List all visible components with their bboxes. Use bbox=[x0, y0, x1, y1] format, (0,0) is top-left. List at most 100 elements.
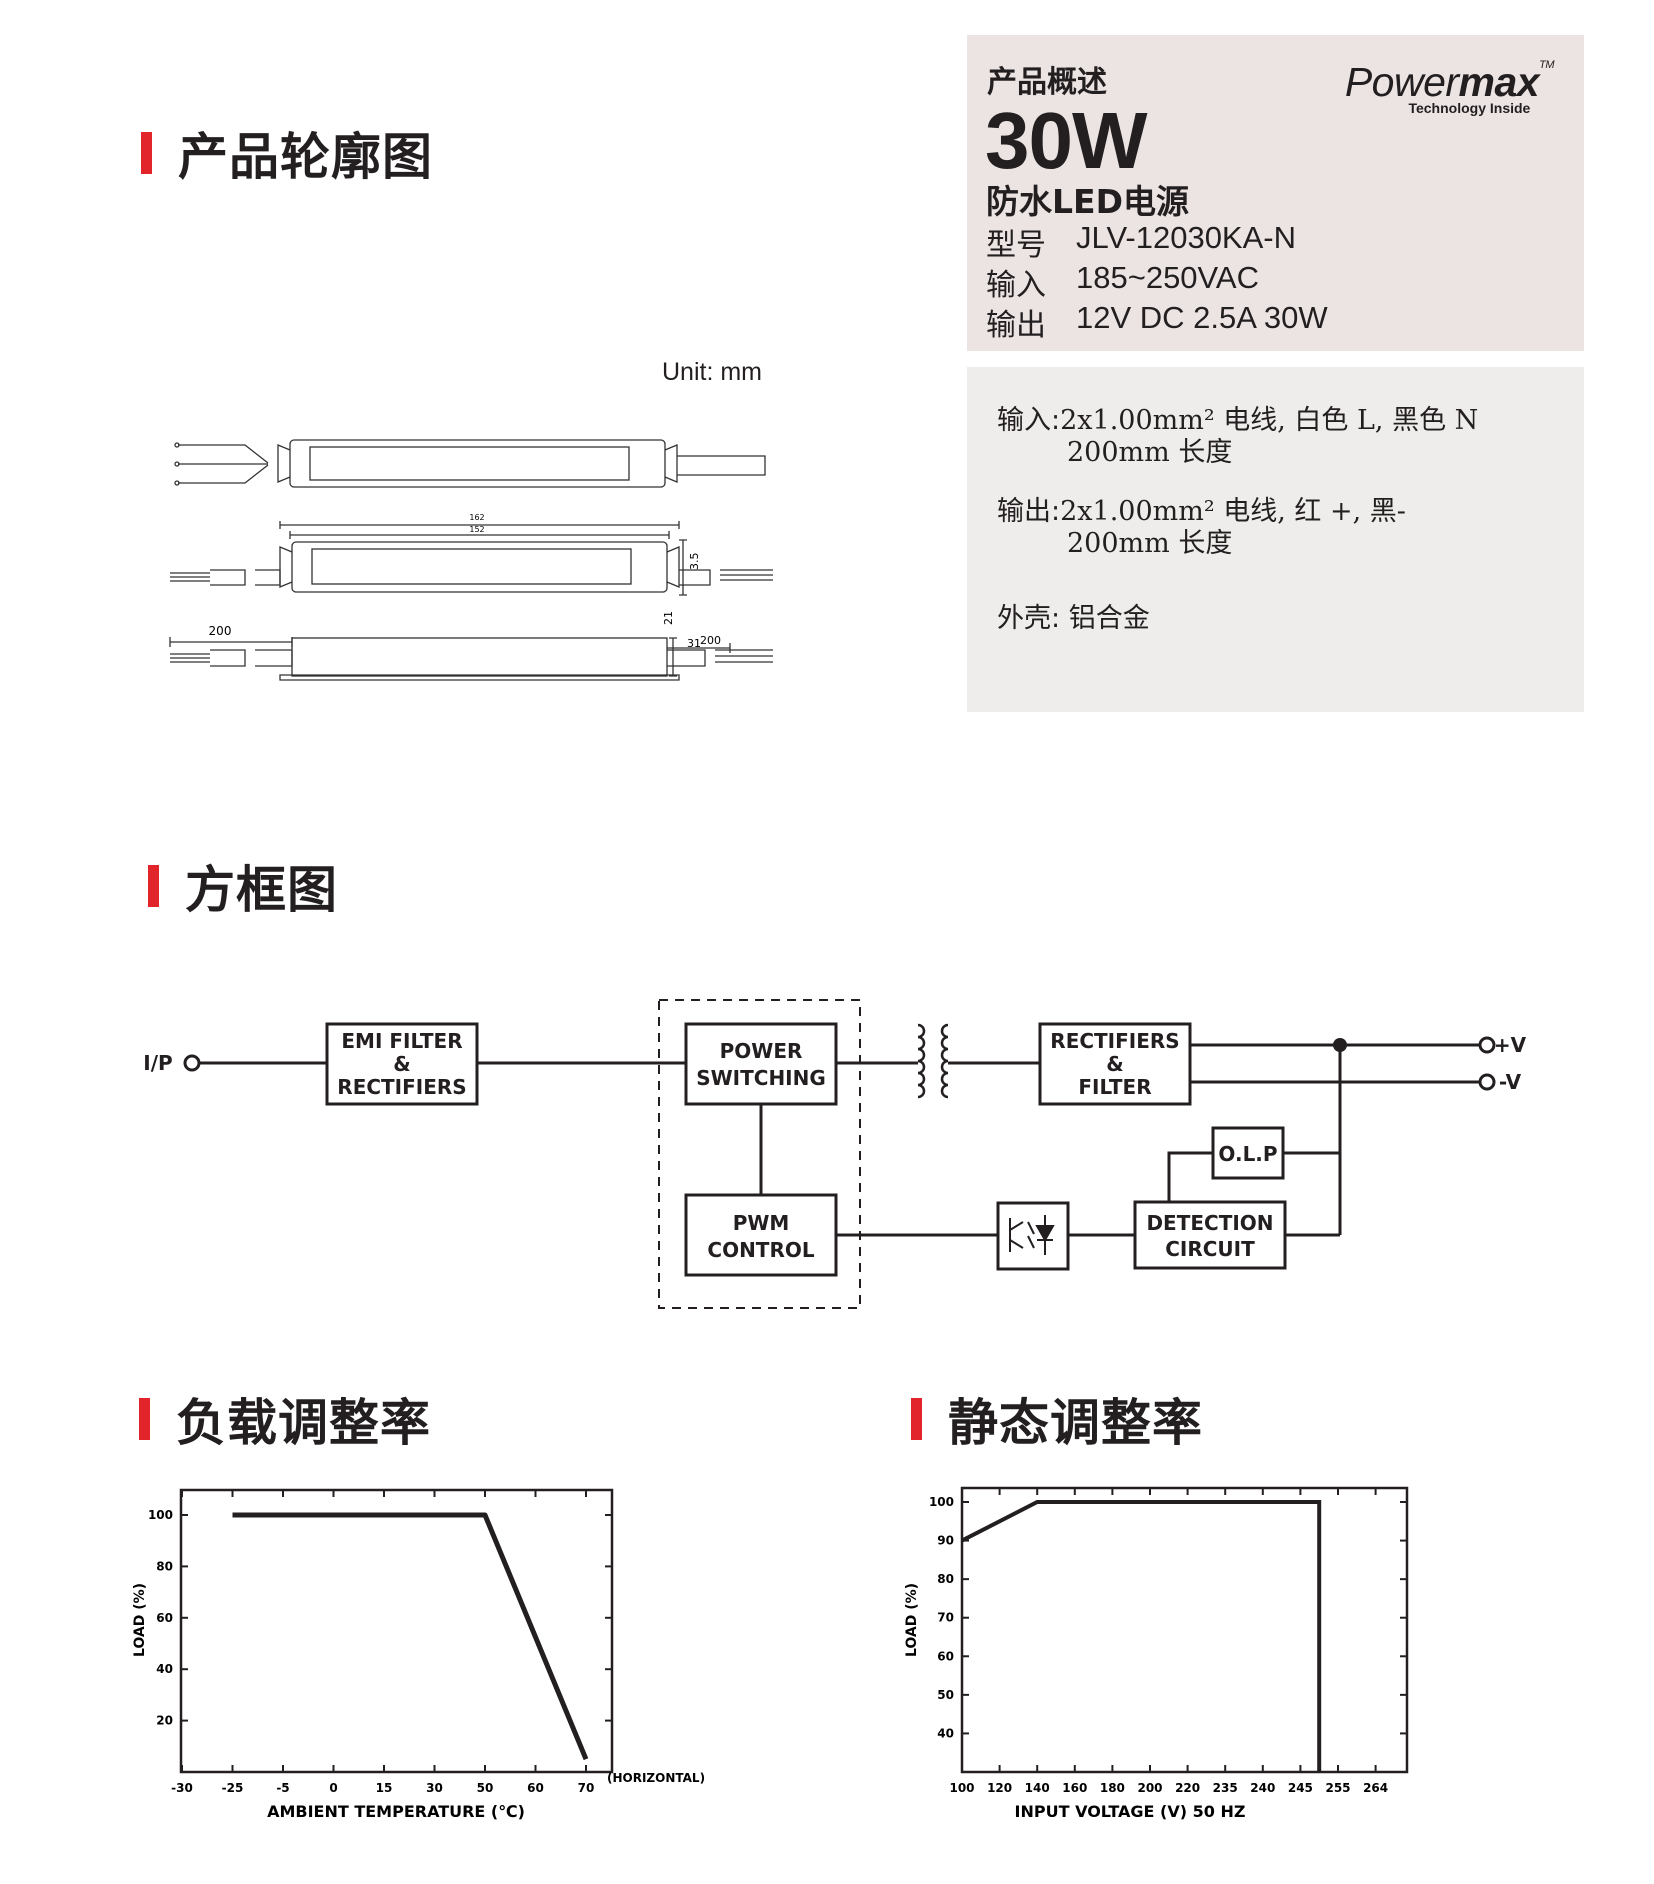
x-tick-label: 100 bbox=[949, 1781, 974, 1795]
spec-row-model: 型号 JLV-12030KA-N bbox=[986, 220, 1296, 264]
spec-key: 输入 bbox=[986, 268, 1046, 303]
spec-value: 12V DC 2.5A 30W bbox=[1076, 300, 1328, 335]
x-tick-label: -25 bbox=[222, 1781, 244, 1795]
input-line1: 2x1.00mm² 电线, 白色 L, 黑色 N bbox=[1060, 405, 1479, 436]
x-tick-label: 160 bbox=[1062, 1781, 1087, 1795]
x-tick-label: 70 bbox=[578, 1781, 595, 1795]
section-accent-bar bbox=[148, 865, 159, 907]
spec-key: 型号 bbox=[986, 228, 1046, 263]
spec-row-input: 输入 185~250VAC bbox=[986, 260, 1259, 304]
emi-line3: RECTIFIERS bbox=[337, 1075, 466, 1099]
spec-value: JLV-12030KA-N bbox=[1076, 220, 1296, 255]
y-tick-label: 50 bbox=[937, 1688, 954, 1702]
block-diagram: I/P EMI FILTER & RECTIFIERS POWER SWITCH… bbox=[143, 999, 1527, 1309]
section-title-block: 方框图 bbox=[148, 856, 338, 919]
spec-key: 输出 bbox=[986, 308, 1046, 343]
x-tick-label: 245 bbox=[1288, 1781, 1313, 1795]
x-tick-label: 140 bbox=[1025, 1781, 1050, 1795]
shell-spec: 外壳: 铝合金 bbox=[997, 605, 1150, 632]
y-tick-label: 70 bbox=[937, 1611, 954, 1625]
input-label: 输入: bbox=[997, 405, 1061, 436]
dim-31: 31 bbox=[687, 637, 701, 650]
section-title-load: 负载调整率 bbox=[139, 1389, 431, 1452]
rect-line3: FILTER bbox=[1078, 1075, 1151, 1099]
chart-frame bbox=[179, 1488, 614, 1774]
output-label: 输出: bbox=[997, 496, 1061, 527]
section-accent-bar bbox=[141, 132, 152, 174]
x-tick-label: 220 bbox=[1175, 1781, 1200, 1795]
section-title-outline: 产品轮廓图 bbox=[141, 123, 433, 186]
section-accent-bar bbox=[911, 1398, 922, 1440]
section-title-text: 负载调整率 bbox=[176, 1394, 431, 1452]
x-tick-label: 60 bbox=[527, 1781, 544, 1795]
x-tick-label: 120 bbox=[987, 1781, 1012, 1795]
output-spec: 输出:2x1.00mm² 电线, 红 +, 黑- bbox=[997, 498, 1406, 525]
section-title-text: 方框图 bbox=[185, 861, 338, 919]
x-axis-note: (HORIZONTAL) bbox=[607, 1771, 705, 1785]
section-title-static: 静态调整率 bbox=[911, 1389, 1203, 1452]
spec-value: 185~250VAC bbox=[1076, 260, 1259, 295]
y-tick-label: 100 bbox=[929, 1495, 954, 1509]
input-label: I/P bbox=[143, 1051, 172, 1075]
product-name: 防水LED电源 bbox=[986, 182, 1189, 221]
y-tick-label: 60 bbox=[156, 1611, 173, 1625]
x-tick-label: 255 bbox=[1325, 1781, 1350, 1795]
y-axis-label: LOAD (%) bbox=[132, 1583, 148, 1657]
x-tick-label: -5 bbox=[276, 1781, 289, 1795]
x-tick-label: 235 bbox=[1213, 1781, 1238, 1795]
x-tick-label: 15 bbox=[376, 1781, 393, 1795]
x-tick-label: -30 bbox=[171, 1781, 193, 1795]
y-tick-label: 80 bbox=[156, 1559, 173, 1573]
x-tick-label: 240 bbox=[1250, 1781, 1275, 1795]
wattage: 30W bbox=[985, 96, 1147, 185]
input-line2: 200mm 长度 bbox=[1067, 437, 1233, 468]
shell-value: 铝合金 bbox=[1068, 603, 1150, 634]
emi-line2: & bbox=[393, 1052, 410, 1076]
y-tick-label: 80 bbox=[937, 1572, 954, 1586]
section-title-text: 产品轮廓图 bbox=[178, 128, 433, 186]
section-title-text: 静态调整率 bbox=[948, 1394, 1203, 1452]
junction-dot bbox=[1333, 1038, 1347, 1052]
output-line2: 200mm 长度 bbox=[1067, 528, 1233, 559]
logo-tagline: Technology Inside bbox=[1408, 100, 1531, 116]
power-line1: POWER bbox=[720, 1039, 803, 1063]
x-axis-label: AMBIENT TEMPERATURE (℃) bbox=[267, 1802, 525, 1820]
dim-162: 162 bbox=[469, 513, 484, 522]
y-tick-label: 100 bbox=[148, 1508, 173, 1522]
output-negative: -V bbox=[1499, 1070, 1522, 1094]
input-spec: 输入:2x1.00mm² 电线, 白色 L, 黑色 N bbox=[997, 407, 1478, 434]
x-axis-label: INPUT VOLTAGE (V) 50 HZ bbox=[1015, 1802, 1246, 1820]
dim-3-5: 3.5 bbox=[688, 553, 701, 571]
x-tick-label: 50 bbox=[477, 1781, 494, 1795]
olp-label: O.L.P bbox=[1218, 1142, 1277, 1166]
chart-frame bbox=[960, 1486, 1409, 1774]
output-line1: 2x1.00mm² 电线, 红 +, 黑- bbox=[1060, 496, 1406, 527]
powermax-logo: PowermaxTM Technology Inside bbox=[1344, 59, 1555, 116]
overview-panel: 产品概述 30W 防水LED电源 型号 JLV-12030KA-N 输入 185… bbox=[967, 35, 1584, 351]
y-tick-label: 40 bbox=[156, 1662, 173, 1676]
dim-200-right: 200 bbox=[700, 634, 721, 647]
unit-label: Unit: mm bbox=[662, 358, 762, 386]
load-curve bbox=[232, 1512, 589, 1761]
rect-line1: RECTIFIERS bbox=[1050, 1029, 1179, 1053]
x-tick-label: 264 bbox=[1363, 1781, 1388, 1795]
y-axis-label: LOAD (%) bbox=[904, 1583, 920, 1657]
dim-21: 21 bbox=[662, 611, 675, 625]
y-tick-label: 90 bbox=[937, 1534, 954, 1548]
y-tick-label: 40 bbox=[937, 1726, 954, 1740]
logo-brand-light: Power bbox=[1344, 59, 1459, 105]
overview-label: 产品概述 bbox=[987, 65, 1107, 100]
pwm-line2: CONTROL bbox=[707, 1238, 814, 1262]
static-curve bbox=[961, 1500, 1322, 1772]
y-tick-label: 20 bbox=[156, 1714, 173, 1728]
dim-200-left: 200 bbox=[209, 624, 232, 638]
pwm-line1: PWM bbox=[733, 1211, 790, 1235]
details-panel: 输入:2x1.00mm² 电线, 白色 L, 黑色 N 200mm 长度 输出:… bbox=[967, 367, 1584, 712]
y-tick-label: 60 bbox=[937, 1649, 954, 1663]
shell-label: 外壳: bbox=[997, 603, 1061, 634]
detect-line2: CIRCUIT bbox=[1165, 1237, 1255, 1261]
section-accent-bar bbox=[139, 1398, 150, 1440]
dim-152: 152 bbox=[469, 525, 484, 534]
